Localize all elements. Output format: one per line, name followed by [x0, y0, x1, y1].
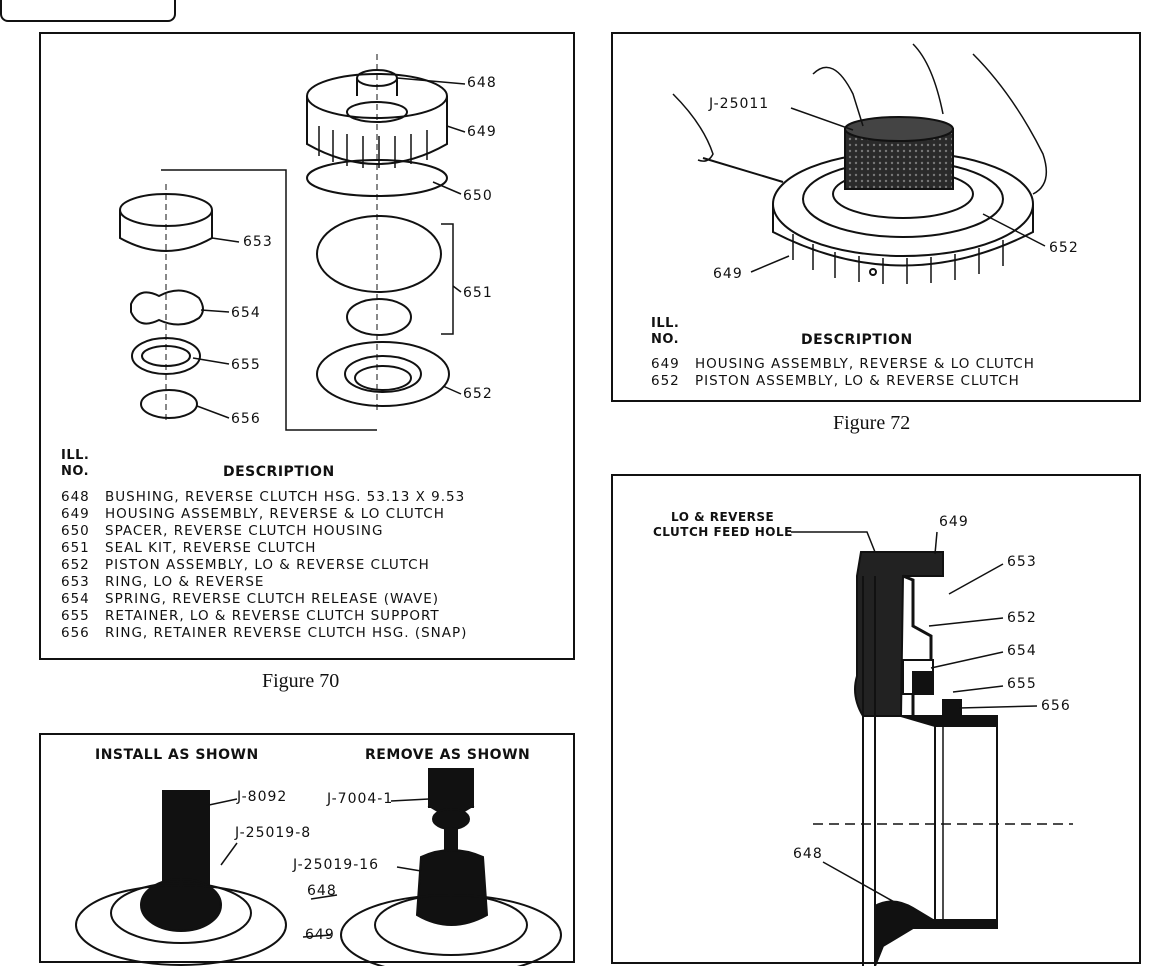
- figure-72-caption: Figure 72: [833, 412, 911, 434]
- part-number: 654: [61, 591, 90, 607]
- description-header: DESCRIPTION: [223, 464, 335, 480]
- parts-list-row: 655 RETAINER, LO & REVERSE CLUTCH SUPPORT: [61, 608, 467, 625]
- figure-70-caption: Figure 70: [262, 670, 340, 692]
- remove-header: REMOVE AS SHOWN: [365, 747, 531, 763]
- figure-70-parts-list: 648 BUSHING, REVERSE CLUTCH HSG. 53.13 X …: [61, 489, 467, 642]
- parts-list-row: 649 HOUSING ASSEMBLY, REVERSE & LO CLUTCH: [61, 506, 467, 523]
- label-652: 652: [1049, 240, 1079, 256]
- part-number: 648: [61, 489, 90, 505]
- parts-list-row: 650 SPACER, REVERSE CLUTCH HOUSING: [61, 523, 467, 540]
- part-description: RING, RETAINER REVERSE CLUTCH HSG. (SNAP…: [105, 625, 468, 641]
- parts-list-row: 652 PISTON ASSEMBLY, LO & REVERSE CLUTCH: [61, 557, 467, 574]
- label-j25019-8: J-25019-8: [235, 825, 312, 841]
- label-654: 654: [231, 305, 261, 321]
- parts-list-row: 654 SPRING, REVERSE CLUTCH RELEASE (WAVE): [61, 591, 467, 608]
- figure-70-box: 648 649 650 653 651 654 655 652 656 ILL.…: [39, 32, 575, 660]
- label-648: 648: [467, 75, 497, 91]
- part-number: 652: [651, 373, 680, 389]
- no-header: NO.: [61, 464, 90, 479]
- ill-header: ILL.: [651, 316, 680, 331]
- label-649: 649: [939, 514, 969, 530]
- label-650: 650: [463, 188, 493, 204]
- part-description: RING, LO & REVERSE: [105, 574, 265, 590]
- part-number: 651: [61, 540, 90, 556]
- label-j8092: J-8092: [237, 789, 288, 805]
- part-description: HOUSING ASSEMBLY, REVERSE & LO CLUTCH: [695, 356, 1035, 372]
- parts-list-row: 648 BUSHING, REVERSE CLUTCH HSG. 53.13 X …: [61, 489, 467, 506]
- label-652: 652: [463, 386, 493, 402]
- part-number: 656: [61, 625, 90, 641]
- part-description: HOUSING ASSEMBLY, REVERSE & LO CLUTCH: [105, 506, 445, 522]
- figure-70-exploded-diagram: [119, 54, 466, 431]
- part-description: PISTON ASSEMBLY, LO & REVERSE CLUTCH: [695, 373, 1020, 389]
- label-656: 656: [1041, 698, 1071, 714]
- label-j25011: J-25011: [709, 96, 770, 112]
- parts-list-row: 649 HOUSING ASSEMBLY, REVERSE & LO CLUTCH: [651, 356, 1035, 373]
- part-number: 653: [61, 574, 90, 590]
- part-description: RETAINER, LO & REVERSE CLUTCH SUPPORT: [105, 608, 440, 624]
- label-649: 649: [305, 927, 335, 943]
- label-655: 655: [1007, 676, 1037, 692]
- label-652: 652: [1007, 610, 1037, 626]
- description-header: DESCRIPTION: [801, 332, 913, 348]
- install-header: INSTALL AS SHOWN: [95, 747, 259, 763]
- no-header: NO.: [651, 332, 680, 347]
- label-655: 655: [231, 357, 261, 373]
- figure-73-cross-section: [791, 531, 1073, 966]
- parts-list-row: 656 RING, RETAINER REVERSE CLUTCH HSG. (S…: [61, 625, 467, 642]
- feed-hole-label-line2: CLUTCH FEED HOLE: [653, 525, 793, 539]
- part-number: 652: [61, 557, 90, 573]
- figure-72-illustration: [672, 43, 1048, 284]
- label-648: 648: [307, 883, 337, 899]
- label-651: 651: [463, 285, 493, 301]
- figure-72-box: J-25011 652 649 ILL. NO. DESCRIPTION 649…: [611, 32, 1141, 402]
- label-653: 653: [1007, 554, 1037, 570]
- part-description: SPRING, REVERSE CLUTCH RELEASE (WAVE): [105, 591, 440, 607]
- part-description: SEAL KIT, REVERSE CLUTCH: [105, 540, 317, 556]
- part-description: PISTON ASSEMBLY, LO & REVERSE CLUTCH: [105, 557, 430, 573]
- parts-list-row: 653 RING, LO & REVERSE: [61, 574, 467, 591]
- label-j7004-1: J-7004-1: [327, 791, 394, 807]
- label-649: 649: [467, 124, 497, 140]
- parts-list-row: 651 SEAL KIT, REVERSE CLUTCH: [61, 540, 467, 557]
- figure-71-box: INSTALL AS SHOWN REMOVE AS SHOWN: [39, 733, 575, 966]
- label-654: 654: [1007, 643, 1037, 659]
- ill-header: ILL.: [61, 448, 90, 463]
- feed-hole-label-line1: LO & REVERSE: [671, 510, 775, 524]
- label-648: 648: [793, 846, 823, 862]
- figure-73-box: LO & REVERSE CLUTCH FEED HOLE: [611, 474, 1141, 966]
- label-653: 653: [243, 234, 273, 250]
- logo-fragment: [0, 0, 176, 22]
- label-649: 649: [713, 266, 743, 282]
- part-number: 650: [61, 523, 90, 539]
- part-description: BUSHING, REVERSE CLUTCH HSG. 53.13 X 9.5…: [105, 489, 466, 505]
- part-description: SPACER, REVERSE CLUTCH HOUSING: [105, 523, 384, 539]
- label-656: 656: [231, 411, 261, 427]
- label-j25019-16: J-25019-16: [293, 857, 380, 873]
- part-number: 655: [61, 608, 90, 624]
- parts-list-row: 652 PISTON ASSEMBLY, LO & REVERSE CLUTCH: [651, 373, 1035, 390]
- part-number: 649: [651, 356, 680, 372]
- part-number: 649: [61, 506, 90, 522]
- figure-72-parts-list: 649 HOUSING ASSEMBLY, REVERSE & LO CLUTCH…: [651, 356, 1035, 390]
